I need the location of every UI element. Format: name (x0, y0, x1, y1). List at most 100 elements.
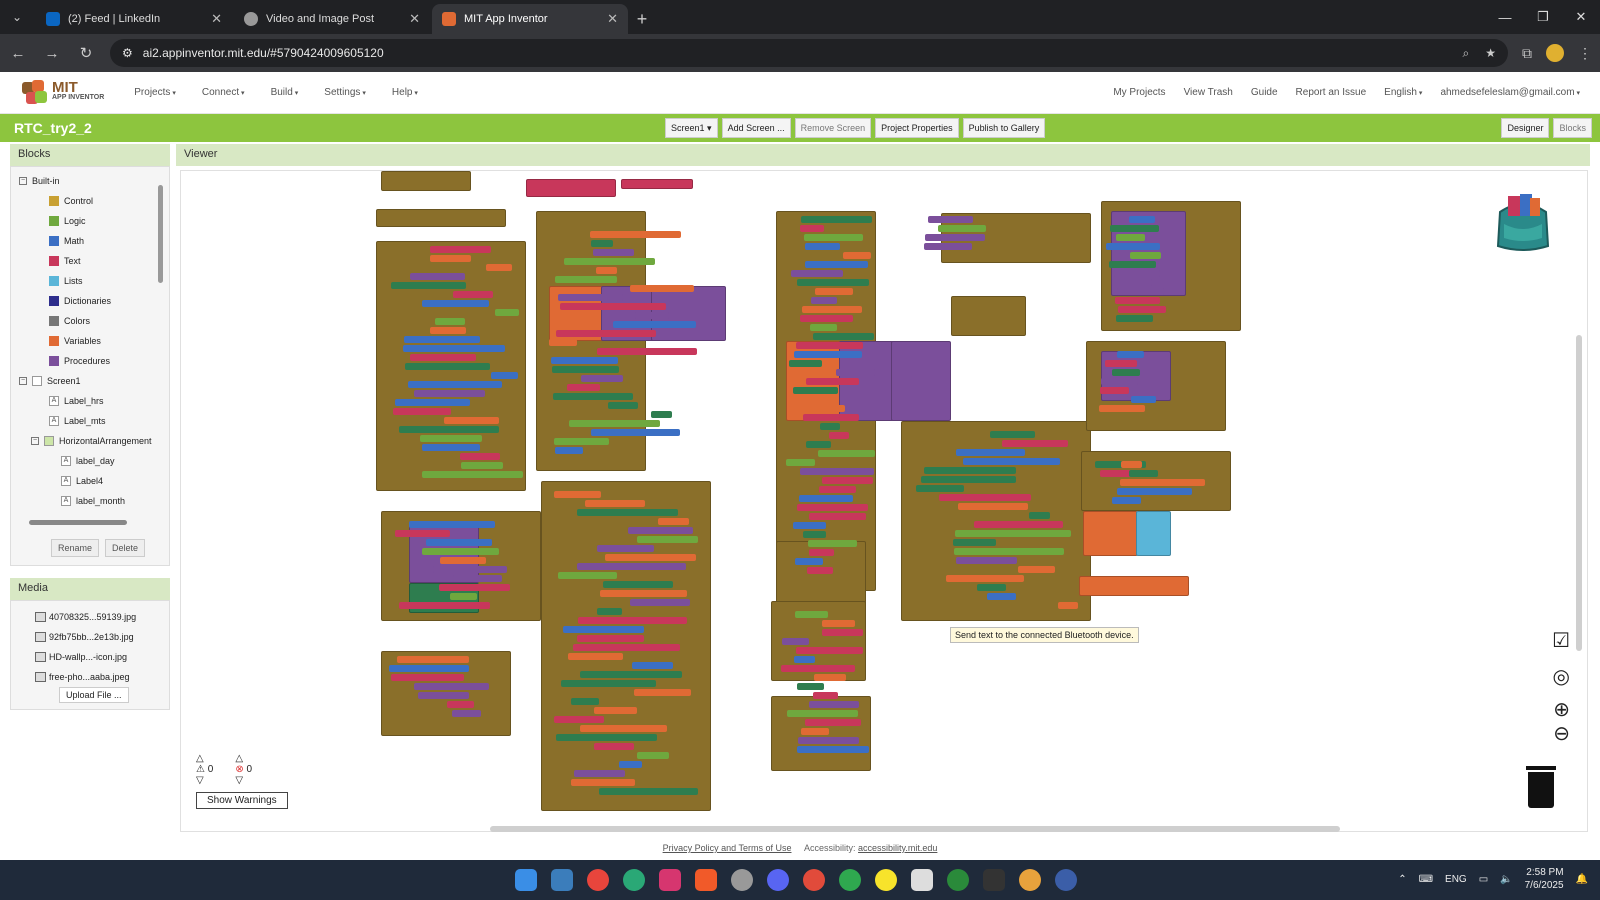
code-block[interactable] (805, 378, 860, 385)
code-block[interactable] (804, 719, 861, 726)
forward-icon[interactable]: → (44, 44, 60, 62)
code-block[interactable] (808, 701, 860, 708)
tree-screen1[interactable]: −Screen1 (19, 371, 169, 391)
tab-search-icon[interactable]: ⌄ (11, 10, 23, 24)
code-block[interactable] (804, 234, 864, 241)
code-block[interactable] (801, 728, 829, 735)
add-screen-button[interactable]: Add Screen ... (721, 118, 791, 138)
code-block[interactable] (396, 656, 469, 663)
remove-screen-button[interactable]: Remove Screen (794, 118, 872, 138)
discord-icon[interactable] (767, 869, 789, 891)
rename-button[interactable]: Rename (51, 539, 100, 557)
code-block[interactable] (793, 351, 862, 358)
code-block[interactable] (562, 626, 644, 633)
code-block[interactable] (1100, 378, 1139, 385)
code-block[interactable] (447, 701, 474, 708)
code-block[interactable] (814, 288, 853, 295)
app-icon[interactable] (623, 869, 645, 891)
builtin-text[interactable]: Text (49, 251, 169, 271)
code-block[interactable] (573, 770, 625, 777)
blocks-button[interactable]: Blocks (1553, 118, 1592, 138)
ea-icon[interactable] (803, 869, 825, 891)
code-block[interactable] (420, 435, 483, 442)
code-block[interactable] (576, 563, 687, 570)
code-block[interactable] (444, 417, 499, 424)
link-report-issue[interactable]: Report an Issue (1295, 87, 1367, 98)
code-block[interactable] (398, 602, 490, 609)
code-block[interactable] (560, 680, 656, 687)
code-block[interactable] (1111, 279, 1153, 286)
code-block[interactable] (1106, 243, 1161, 250)
code-block[interactable] (605, 554, 696, 561)
code-block[interactable] (598, 788, 699, 795)
code-block[interactable] (413, 683, 490, 690)
code-block[interactable] (786, 710, 858, 717)
windows-start-icon[interactable] (515, 869, 537, 891)
code-block[interactable] (589, 231, 682, 238)
code-block[interactable] (636, 536, 699, 543)
reload-icon[interactable]: ↻ (79, 45, 93, 62)
privacy-link[interactable]: Privacy Policy and Terms of Use (662, 843, 792, 853)
recenter-icon[interactable]: ◎ (1552, 666, 1570, 688)
code-block[interactable] (453, 575, 503, 582)
code-block[interactable] (429, 327, 466, 334)
code-block[interactable] (829, 432, 850, 439)
code-block[interactable] (576, 509, 679, 516)
code-block[interactable] (564, 258, 656, 265)
code-block[interactable] (417, 692, 469, 699)
code-block[interactable] (796, 647, 863, 654)
code-block[interactable] (794, 405, 846, 412)
code-block[interactable] (928, 216, 973, 223)
code-block[interactable] (786, 459, 816, 466)
code-block[interactable] (634, 312, 670, 319)
code-block[interactable] (548, 339, 577, 346)
code-block[interactable] (1111, 369, 1141, 376)
account-menu[interactable]: ahmedsefeleslam@gmail.com (1440, 87, 1580, 98)
code-block[interactable] (798, 396, 836, 403)
chrome-icon[interactable] (587, 869, 609, 891)
close-icon[interactable]: ✕ (607, 11, 618, 26)
code-block[interactable] (494, 309, 519, 316)
code-block[interactable] (802, 414, 859, 421)
code-block[interactable] (1120, 479, 1206, 486)
code-block-group[interactable] (1083, 511, 1138, 556)
code-block[interactable] (453, 291, 494, 298)
xbox-icon[interactable] (839, 869, 861, 891)
code-block[interactable] (799, 495, 854, 502)
code-block[interactable] (1117, 306, 1166, 313)
code-block[interactable] (407, 381, 502, 388)
code-block[interactable] (796, 746, 870, 753)
code-block[interactable] (813, 674, 846, 681)
chrome-active-icon[interactable] (1019, 869, 1041, 891)
code-block[interactable] (1129, 252, 1162, 259)
code-block[interactable] (842, 252, 872, 259)
code-block[interactable] (808, 549, 834, 556)
error-nav[interactable]: △⊗ 0▽ (235, 753, 253, 786)
code-block[interactable] (973, 521, 1064, 528)
code-block[interactable] (945, 575, 1025, 582)
code-block[interactable] (795, 558, 823, 565)
code-block[interactable] (450, 593, 478, 600)
clock[interactable]: 2:58 PM 7/6/2025 (1525, 866, 1564, 892)
tab-video-post[interactable]: Video and Image Post ✕ (234, 4, 430, 34)
code-block[interactable] (1099, 405, 1146, 412)
code-block[interactable] (821, 477, 873, 484)
code-block[interactable] (440, 557, 486, 564)
code-block[interactable] (939, 494, 1032, 501)
code-block[interactable] (1057, 602, 1078, 609)
code-block[interactable] (1116, 351, 1145, 358)
link-guide[interactable]: Guide (1250, 87, 1278, 98)
close-icon[interactable]: ✕ (409, 11, 420, 26)
builtin-control[interactable]: Control (49, 191, 169, 211)
media-file[interactable]: HD-wallp...-icon.jpg (35, 647, 169, 667)
code-block[interactable] (1131, 396, 1157, 403)
publish-gallery-button[interactable]: Publish to Gallery (962, 118, 1046, 138)
code-block[interactable] (579, 671, 682, 678)
code-block[interactable] (813, 692, 839, 699)
show-warnings-button[interactable]: Show Warnings (196, 792, 288, 809)
code-block[interactable] (788, 360, 823, 367)
upload-file-button[interactable]: Upload File ... (59, 687, 129, 703)
browser-icon[interactable] (731, 869, 753, 891)
